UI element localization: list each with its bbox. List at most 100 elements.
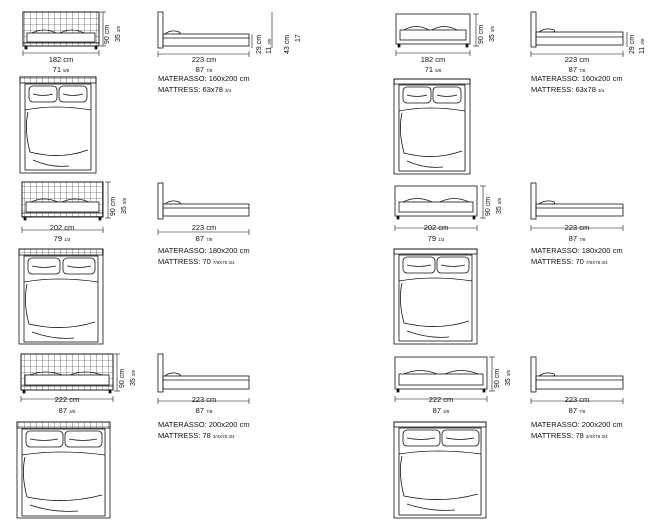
side-h2-cm-label: 43 cm <box>284 34 291 54</box>
side-length-in-frac: 7/8 <box>206 68 213 73</box>
mattress-frac: 7/8X78 3/4 <box>585 260 608 265</box>
side-view-bed-r3-right <box>530 356 624 393</box>
materasso-label: MATERASSO: 180x200 cm <box>531 246 623 255</box>
front-width-in-label: 71 5/8 <box>425 65 442 75</box>
materasso-label: MATERASSO: 200x200 cm <box>158 420 250 429</box>
side-length-in: 87 <box>195 65 204 74</box>
front-width-in: 79 <box>53 234 62 243</box>
side-h2-in-label: 17 <box>295 34 302 42</box>
top-view-bed-r1-right <box>393 78 471 175</box>
materasso-label: MATERASSO: 180x200 cm <box>158 246 250 255</box>
side-h1-cm-label: 29 cm <box>629 34 636 54</box>
side-length-in: 87 <box>568 406 577 415</box>
front-width-cm-label: 202 cm <box>49 223 75 232</box>
mattress-frac: 7/8X78 3/4 <box>212 260 235 265</box>
mattress-label: MATTRESS: 78 3/4X78 3/4 <box>158 430 235 442</box>
mattress-label: MATTRESS: 78 3/4X78 3/4 <box>531 430 608 442</box>
mattress-text: MATTRESS: 63x78 <box>158 85 223 94</box>
height-in-frac: 3/8 <box>506 369 511 377</box>
side-dim-lines-r3-left <box>157 398 250 404</box>
front-width-in-label: 87 3/8 <box>59 406 76 416</box>
side-view-bed-r1-left <box>157 11 250 49</box>
side-length-in: 87 <box>195 234 204 243</box>
height-in-label: 35 3/8 <box>504 370 513 386</box>
side-length-in-label: 87 7/8 <box>569 65 586 75</box>
height-cm-label: 90 cm <box>494 368 501 388</box>
height-in-label: 35 3/8 <box>114 26 123 42</box>
height-in-frac: 3/8 <box>122 197 127 205</box>
mattress-frac: 3/4X78 3/4 <box>212 434 235 439</box>
height-in-label: 35 3/8 <box>495 198 504 214</box>
front-width-in-label: 71 5/8 <box>53 65 70 75</box>
front-dim-lines-r2-left <box>21 181 111 233</box>
side-length-in-frac: 7/8 <box>579 409 586 414</box>
front-width-in-frac: 1/2 <box>438 237 445 242</box>
top-view-bed-r1-left <box>19 76 97 174</box>
mattress-label: MATTRESS: 63x78 3/4 <box>158 84 231 96</box>
materasso-label: MATERASSO: 160x200 cm <box>531 74 623 83</box>
height-cm-label: 90 cm <box>104 24 111 44</box>
height-in: 35 <box>505 378 512 386</box>
front-width-in: 79 <box>427 234 436 243</box>
front-width-in: 87 <box>58 406 67 415</box>
height-in-frac: 3/8 <box>131 369 136 377</box>
front-dim-lines-r1-left <box>22 11 106 56</box>
height-in: 35 <box>121 206 128 214</box>
height-in-frac: 3/8 <box>490 25 495 33</box>
side-h1-cm-label: 29 cm <box>256 34 263 54</box>
side-dim-lines-r1-right <box>530 32 628 57</box>
front-width-cm-label: 182 cm <box>48 55 74 64</box>
front-width-in-frac: 3/8 <box>443 409 450 414</box>
mattress-text: MATTRESS: 78 <box>531 431 584 440</box>
height-in-label: 35 3/8 <box>120 198 129 214</box>
side-view-bed-r2-left <box>157 182 250 220</box>
front-width-cm-label: 202 cm <box>423 223 449 232</box>
side-length-cm-label: 223 cm <box>564 395 590 404</box>
front-width-in-frac: 5/8 <box>435 68 442 73</box>
side-dim-lines-r1-left <box>157 12 273 57</box>
mattress-label: MATTRESS: 63x78 3/4 <box>531 84 604 96</box>
front-dim-lines-r3-left <box>20 353 120 402</box>
front-width-in-label: 79 1/2 <box>428 234 445 244</box>
side-length-in-frac: 7/8 <box>206 237 213 242</box>
mattress-label: MATTRESS: 70 7/8X78 3/4 <box>531 256 608 268</box>
side-h1-in: 11 <box>266 46 273 54</box>
mattress-text: MATTRESS: 70 <box>531 257 584 266</box>
side-dim-lines-r3-right <box>530 398 624 404</box>
side-h1-in: 11 <box>639 46 646 54</box>
front-width-in-frac: 1/2 <box>64 237 71 242</box>
height-cm-label: 90 cm <box>478 24 485 44</box>
height-in: 35 <box>115 34 122 42</box>
front-view-bed-r1-left <box>22 11 100 50</box>
side-view-bed-r2-right <box>530 182 624 220</box>
height-in-frac: 3/8 <box>497 197 502 205</box>
mattress-label: MATTRESS: 70 7/8X78 3/4 <box>158 256 235 268</box>
side-h1-in-label: 11 3/8 <box>638 39 647 55</box>
side-length-in-label: 87 7/8 <box>196 406 213 416</box>
side-length-cm-label: 223 cm <box>191 395 217 404</box>
side-length-in-label: 87 7/8 <box>569 234 586 244</box>
mattress-text: MATTRESS: 63x78 <box>531 85 596 94</box>
side-length-in-frac: 7/8 <box>579 237 586 242</box>
side-length-in: 87 <box>568 65 577 74</box>
height-cm-label: 90 cm <box>110 196 117 216</box>
front-view-bed-r2-left <box>21 181 104 221</box>
height-in-label: 35 3/8 <box>129 370 138 386</box>
side-h1-in-label: 11 3/8 <box>265 39 274 55</box>
front-dim-lines-r2-right <box>394 185 486 231</box>
front-view-bed-r1-right <box>395 13 471 48</box>
mattress-frac: 3/4 <box>597 88 605 93</box>
front-width-in-label: 87 3/8 <box>433 406 450 416</box>
side-length-in-frac: 7/8 <box>579 68 586 73</box>
front-view-bed-r3-right <box>394 356 488 393</box>
front-width-in-label: 79 1/2 <box>54 234 71 244</box>
front-width-cm-label: 222 cm <box>54 395 80 404</box>
front-width-in-frac: 5/8 <box>63 68 70 73</box>
side-length-in: 87 <box>195 406 204 415</box>
front-width-in: 71 <box>424 65 433 74</box>
height-in-frac: 3/8 <box>116 25 121 33</box>
side-dim-lines-r2-right <box>530 225 624 231</box>
side-length-cm-label: 223 cm <box>564 223 590 232</box>
side-h1-in-frac: 3/8 <box>267 38 272 45</box>
